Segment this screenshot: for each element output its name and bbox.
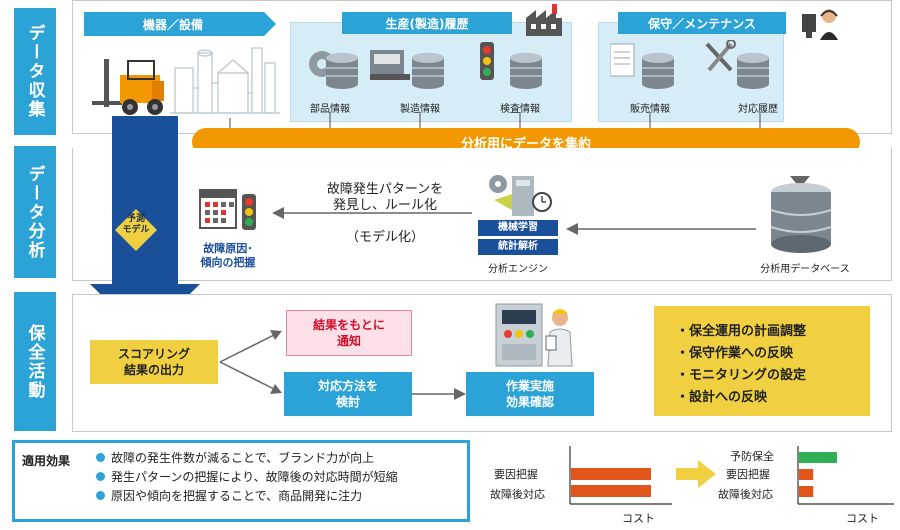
arrow-db-to-engine xyxy=(566,223,756,235)
forklift-icon xyxy=(92,59,164,115)
control-panel-worker-icon xyxy=(495,303,573,367)
bullet-dot-icon xyxy=(96,472,105,481)
analysis-engine-icon xyxy=(489,175,552,216)
cause-trend-label: 故障原因･ 傾向の把握 xyxy=(200,242,256,269)
after-label-3: 故障後対応 xyxy=(718,488,773,501)
plant-illustration xyxy=(170,47,280,114)
effect-item: 原因や傾向を把握することで、商品開発に注力 xyxy=(96,486,398,505)
inspection-db-icon xyxy=(480,42,542,89)
equipment-header-arrow xyxy=(84,12,276,36)
predict-model-label: 予測 モデル xyxy=(122,214,150,235)
analysis-database-label: 分析用データベース xyxy=(760,264,850,275)
transition-arrow-icon xyxy=(676,460,716,488)
analysis-database-icon xyxy=(770,183,832,253)
manufacturing-db-icon xyxy=(370,50,444,89)
maintenance-header: 保守／メンテナンス xyxy=(618,12,786,34)
effects-list: 故障の発生件数が減ることで、ブランド力が向上 発生パターンの把握により、故障後の… xyxy=(96,448,398,505)
after-cost-chart xyxy=(797,446,894,505)
operator-icon xyxy=(802,9,838,40)
before-bar-2 xyxy=(571,485,651,497)
response-method-box: 対応方法を 検討 xyxy=(284,372,412,416)
section-label-analyze: データ分析 xyxy=(14,146,56,278)
arrow-method-to-work xyxy=(412,388,466,400)
arrow-to-database xyxy=(790,176,810,188)
analysis-engine-label: 分析エンジン xyxy=(488,264,548,275)
notify-box: 結果をもとに 通知 xyxy=(286,310,412,356)
arrow-engine-to-result xyxy=(272,207,472,219)
after-label-1: 予防保全 xyxy=(730,450,774,463)
maintenance-actions-box xyxy=(654,306,870,416)
calendar-icon xyxy=(199,189,256,230)
after-bar-3 xyxy=(799,486,814,497)
effects-title: 適用効果 xyxy=(22,454,71,468)
before-label-2: 故障後対応 xyxy=(490,488,545,501)
machine-learning-label: 機械学習 xyxy=(478,220,558,236)
parts-info-label: 部品情報 xyxy=(310,104,350,115)
bullet-dot-icon xyxy=(96,491,105,500)
effects-box xyxy=(12,440,470,522)
before-xlabel: コスト xyxy=(622,512,655,525)
model-text: （モデル化） xyxy=(345,230,424,245)
inspection-info-label: 検査情報 xyxy=(500,104,540,115)
after-xlabel: コスト xyxy=(846,512,879,525)
action-bullet-1: ・保全運用の計画調整 xyxy=(676,324,807,339)
statistical-analysis-label: 統計解析 xyxy=(478,239,558,255)
bullet-dot-icon xyxy=(96,453,105,462)
action-bullet-2: ・保守作業への反映 xyxy=(676,346,794,361)
before-label-1: 要因把握 xyxy=(494,468,538,481)
pattern-text-line2: 発見し、ルール化 xyxy=(332,198,437,213)
before-bar-1 xyxy=(571,468,651,480)
action-bullet-3: ・モニタリングの設定 xyxy=(676,368,807,383)
manufacturing-info-label: 製造情報 xyxy=(400,104,440,115)
effect-item: 故障の発生件数が減ることで、ブランド力が向上 xyxy=(96,448,398,467)
sales-info-label: 販売情報 xyxy=(630,104,670,115)
predict-model-badge xyxy=(115,209,157,251)
after-bar-2 xyxy=(799,469,814,480)
scoring-branch-arrows xyxy=(219,330,282,394)
section-label-collect: データ収集 xyxy=(14,8,56,135)
sales-db-icon xyxy=(610,43,674,89)
parts-db-icon xyxy=(309,51,358,89)
after-bar-1 xyxy=(799,452,837,463)
effect-item: 発生パターンの把握により、故障後の対応時間が短縮 xyxy=(96,467,398,486)
factory-icon xyxy=(526,4,562,36)
action-bullet-4: ・設計への反映 xyxy=(676,390,768,405)
equipment-header: 機器／設備 xyxy=(142,17,203,32)
pattern-text-line1: 故障発生パターンを xyxy=(326,182,444,197)
scoring-output-box: スコアリング 結果の出力 xyxy=(90,340,218,384)
response-history-label: 対応履歴 xyxy=(738,104,778,115)
before-cost-chart xyxy=(569,446,672,505)
response-db-icon xyxy=(705,40,769,89)
work-effect-box: 作業実施 効果確認 xyxy=(466,372,594,416)
section-label-act: 保全活動 xyxy=(14,292,56,431)
after-label-2: 要因把握 xyxy=(726,468,770,481)
production-header: 生産(製造)履歴 xyxy=(342,12,512,34)
